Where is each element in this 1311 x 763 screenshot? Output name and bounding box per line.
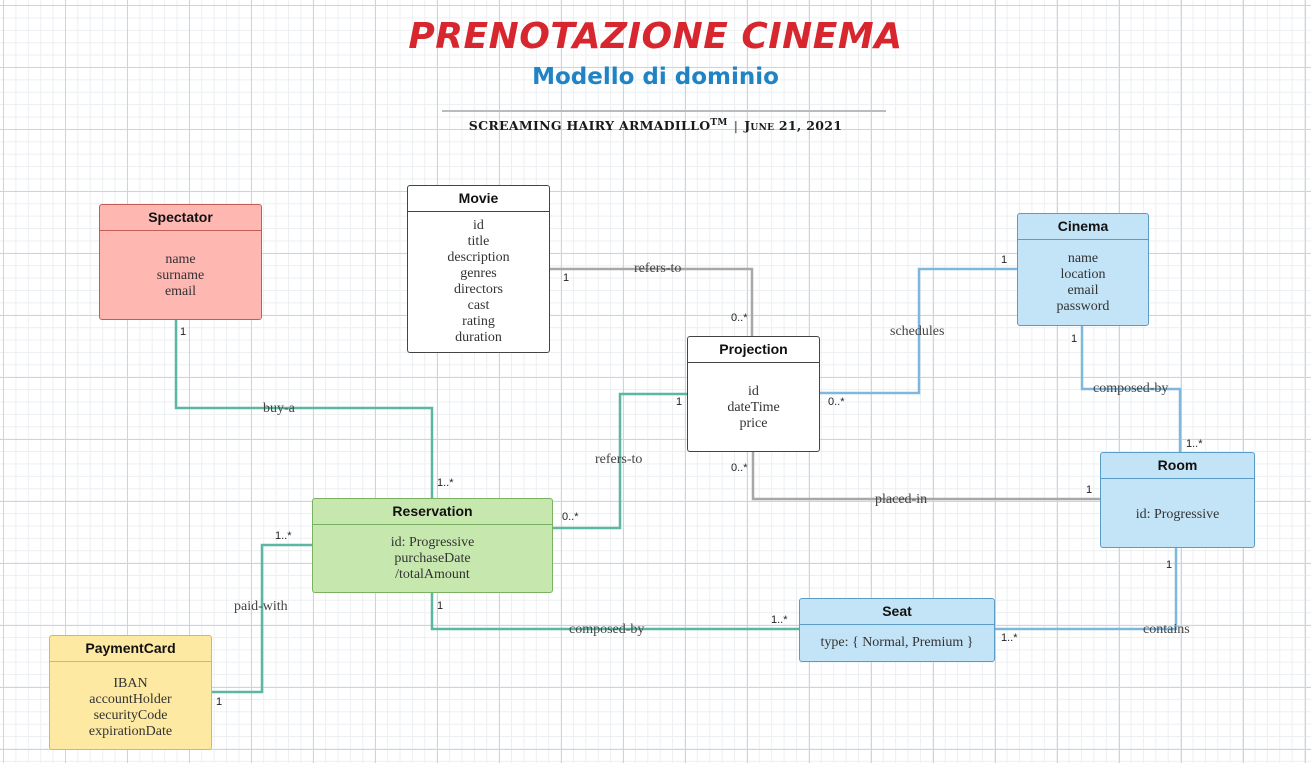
entity-projection-attributes: id dateTime price (688, 363, 819, 432)
line-cinema-room[interactable] (1080, 326, 1182, 452)
entity-cinema-attributes: name location email password (1018, 240, 1148, 315)
entity-projection[interactable]: Projection id dateTime price (687, 336, 820, 452)
entity-projection-name: Projection (688, 337, 819, 363)
multiplicity-reservation-projection: 0..* (562, 511, 579, 523)
diagram-title: PRENOTAZIONE CINEMA (408, 16, 903, 57)
multiplicity-reservation-payment: 1..* (275, 530, 292, 542)
entity-cinema[interactable]: Cinema name location email password (1017, 213, 1149, 326)
attribute: cast (467, 298, 490, 313)
multiplicity-reservation-spectator: 1..* (437, 477, 454, 489)
attribute: location (1060, 267, 1106, 282)
credits-author: SCREAMING HAIRY ARMADILLO (468, 118, 711, 133)
entity-paymentcard-name: PaymentCard (50, 636, 211, 662)
line-cinema-projection[interactable] (820, 267, 1017, 395)
entity-reservation-attributes: id: Progressive purchaseDate /totalAmoun… (313, 525, 552, 583)
line-reservation-seat[interactable] (430, 593, 799, 631)
multiplicity-cinema-projection: 1 (1001, 254, 1008, 266)
entity-spectator-name: Spectator (100, 205, 261, 231)
line-projection-room[interactable] (751, 452, 1100, 501)
entity-reservation-name: Reservation (313, 499, 552, 525)
attribute: purchaseDate (394, 551, 471, 566)
entity-seat-name: Seat (800, 599, 994, 625)
multiplicity-cinema-room: 1 (1071, 333, 1078, 345)
attribute: name (165, 252, 196, 267)
entity-movie[interactable]: Movie id title description genres direct… (407, 185, 550, 353)
relation-label-cinema-room: composed-by (1093, 381, 1169, 396)
attribute: id: Progressive (390, 535, 475, 550)
attribute: /totalAmount (395, 567, 470, 582)
multiplicity-seat-reservation: 1..* (771, 614, 788, 626)
entity-seat[interactable]: Seat type: { Normal, Premium } (799, 598, 995, 662)
relation-label-room-seat: contains (1143, 622, 1190, 637)
attribute: price (739, 416, 768, 431)
multiplicity-seat-room: 1..* (1001, 632, 1018, 644)
line-movie-projection[interactable] (550, 267, 754, 336)
relation-label-reservation-seat: composed-by (569, 622, 645, 637)
multiplicity-projection-movie: 0..* (731, 312, 748, 324)
attribute: id: Progressive (1135, 507, 1220, 522)
attribute: surname (156, 268, 205, 283)
multiplicity-projection-reservation: 1 (676, 396, 683, 408)
attribute: name (1067, 251, 1099, 266)
entity-paymentcard-attributes: IBAN accountHolder securityCode expirati… (50, 662, 211, 740)
line-spectator-reservation[interactable] (174, 319, 434, 499)
relation-label-movie-projection: refers-to (634, 261, 682, 276)
multiplicity-room-projection: 1 (1086, 484, 1093, 496)
entity-movie-name: Movie (408, 186, 549, 212)
multiplicity-room-cinema: 1..* (1186, 438, 1203, 450)
attribute: email (164, 284, 197, 299)
entity-seat-attributes: type: { Normal, Premium } (800, 625, 994, 651)
attribute: password (1056, 299, 1110, 314)
trademark-mark: TM (710, 118, 728, 128)
relation-label-reservation-projection: refers-to (595, 452, 643, 467)
entity-movie-attributes: id title description genres directors ca… (408, 212, 549, 346)
entity-room-name: Room (1101, 453, 1254, 479)
multiplicity-projection-room: 0..* (731, 462, 748, 474)
multiplicity-payment: 1 (216, 696, 223, 708)
multiplicity-reservation-seat: 1 (437, 600, 444, 612)
attribute: genres (460, 266, 497, 281)
entity-room[interactable]: Room id: Progressive (1100, 452, 1255, 548)
attribute: title (467, 234, 490, 249)
relation-label-spectator-reservation: buy-a (263, 401, 295, 416)
entity-spectator-attributes: name surname email (100, 231, 261, 300)
credits-line: SCREAMING HAIRY ARMADILLOTM | June 21, 202… (0, 118, 1311, 133)
entity-reservation[interactable]: Reservation id: Progressive purchaseDate… (312, 498, 553, 593)
entity-cinema-name: Cinema (1018, 214, 1148, 240)
relation-label-cinema-projection: schedules (890, 324, 945, 339)
credits-separator: | (733, 118, 739, 133)
attribute: email (1067, 283, 1099, 298)
attribute: id (748, 384, 759, 399)
relation-label-reservation-payment: paid-with (234, 599, 288, 614)
attribute: dateTime (727, 400, 780, 415)
multiplicity-room-seat: 1 (1166, 559, 1173, 571)
entity-paymentcard[interactable]: PaymentCard IBAN accountHolder securityC… (49, 635, 212, 750)
relation-label-projection-room: placed-in (875, 492, 928, 507)
title-divider (442, 110, 886, 112)
line-room-seat[interactable] (995, 548, 1178, 631)
entity-spectator[interactable]: Spectator name surname email (99, 204, 262, 320)
credits-date: June 21, 2021 (744, 118, 843, 133)
attribute: type: { Normal, Premium } (820, 635, 974, 650)
attribute: id (473, 218, 484, 233)
attribute: securityCode (93, 708, 168, 723)
attribute: description (447, 250, 510, 265)
line-reservation-projection[interactable] (553, 392, 687, 530)
entity-room-attributes: id: Progressive (1101, 479, 1254, 523)
attribute: directors (454, 282, 503, 297)
multiplicity-projection-cinema: 0..* (828, 396, 845, 408)
attribute: rating (462, 314, 495, 329)
multiplicity-movie: 1 (563, 272, 570, 284)
line-reservation-payment[interactable] (212, 543, 312, 694)
multiplicity-spectator: 1 (180, 326, 187, 338)
attribute: IBAN (113, 676, 148, 691)
attribute: expirationDate (88, 724, 173, 739)
attribute: accountHolder (89, 692, 172, 707)
diagram-subtitle: Modello di dominio (532, 64, 779, 90)
attribute: duration (455, 330, 502, 345)
